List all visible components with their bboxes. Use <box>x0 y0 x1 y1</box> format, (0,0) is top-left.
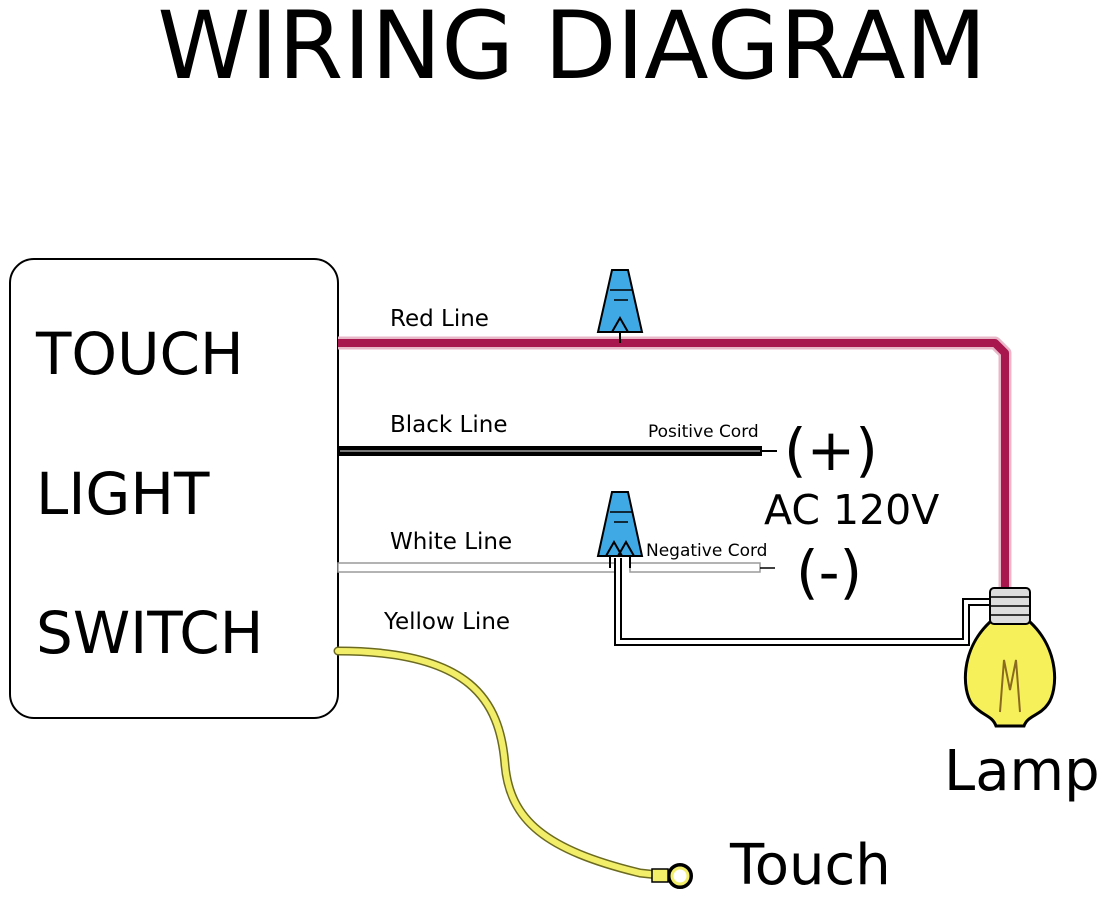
positive-terminal-label: (+) <box>784 416 878 484</box>
lamp-label: Lamp <box>944 739 1100 804</box>
voltage-label: AC 120V <box>764 486 939 534</box>
negative-cord-label: Negative Cord <box>646 541 767 561</box>
lamp-bulb-icon <box>963 587 1057 728</box>
touch-light-switch-box <box>9 258 339 719</box>
touch-label: Touch <box>729 833 891 898</box>
negative-terminal-label: (-) <box>796 538 862 606</box>
switch-box-label-touch: TOUCH <box>35 320 244 388</box>
red-wire <box>338 336 1012 592</box>
diagram-title: WIRING DIAGRAM <box>157 0 986 101</box>
yellow-wire <box>333 646 693 889</box>
white-wire <box>337 562 775 573</box>
wire-connector-red <box>596 269 644 343</box>
positive-cord-label: Positive Cord <box>648 422 759 442</box>
red-line-label: Red Line <box>390 306 489 332</box>
switch-box-label-light: LIGHT <box>36 460 210 528</box>
wire-connector-white <box>596 491 644 568</box>
black-wire <box>338 446 777 456</box>
yellow-line-label: Yellow Line <box>383 609 510 635</box>
switch-box-label-switch: SWITCH <box>36 599 263 667</box>
white-line-label: White Line <box>390 529 512 555</box>
black-line-label: Black Line <box>390 412 507 438</box>
